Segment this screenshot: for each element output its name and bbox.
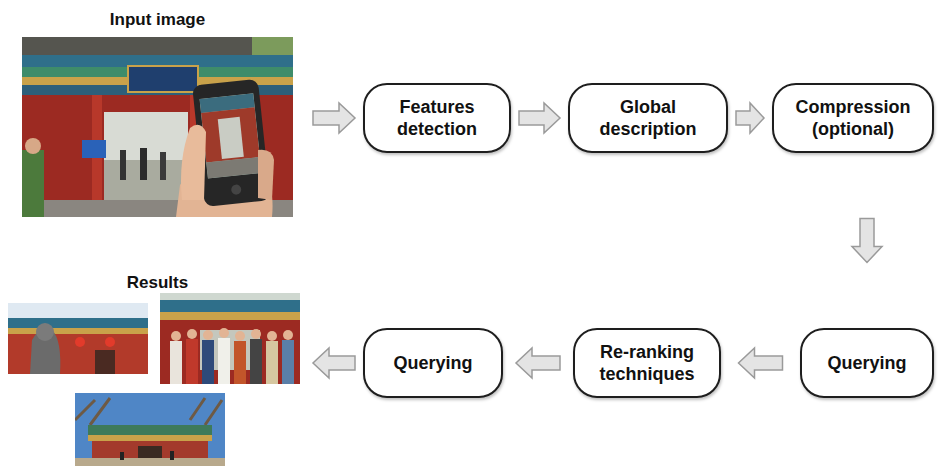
- flow-arrow: [313, 348, 355, 378]
- process-box: Querying: [800, 328, 934, 398]
- box-text-group: Global description: [570, 96, 726, 141]
- flow-arrow: [519, 103, 560, 133]
- box-label: Compression (optional): [774, 96, 932, 141]
- box-text-group: Querying: [819, 352, 914, 375]
- image-caption: Input image: [22, 10, 293, 30]
- flow-arrow: [313, 103, 355, 133]
- box-text-group: Querying: [385, 352, 480, 375]
- input-photo: [22, 37, 293, 217]
- process-box: Re-ranking techniques: [573, 328, 721, 398]
- box-text-group: Re-ranking techniques: [575, 341, 719, 386]
- result-photo: [160, 293, 300, 384]
- box-label: Querying: [385, 352, 480, 375]
- box-label: Querying: [819, 352, 914, 375]
- process-box: Features detection: [363, 83, 511, 153]
- process-box: Compression (optional): [772, 83, 934, 153]
- flow-arrow: [739, 348, 783, 378]
- flow-arrow: [736, 103, 764, 133]
- box-text-group: Compression (optional): [774, 96, 932, 141]
- process-box: Querying: [363, 328, 503, 398]
- box-label: Re-ranking techniques: [575, 341, 719, 386]
- process-box: Global description: [568, 83, 728, 153]
- result-photo: [75, 393, 225, 466]
- box-text-group: Features detection: [365, 96, 509, 141]
- flow-arrow: [516, 348, 560, 378]
- result-photo: [8, 303, 148, 374]
- box-label: Features detection: [365, 96, 509, 141]
- flow-arrow: [852, 219, 882, 263]
- image-caption: Results: [85, 273, 230, 293]
- box-label: Global description: [570, 96, 726, 141]
